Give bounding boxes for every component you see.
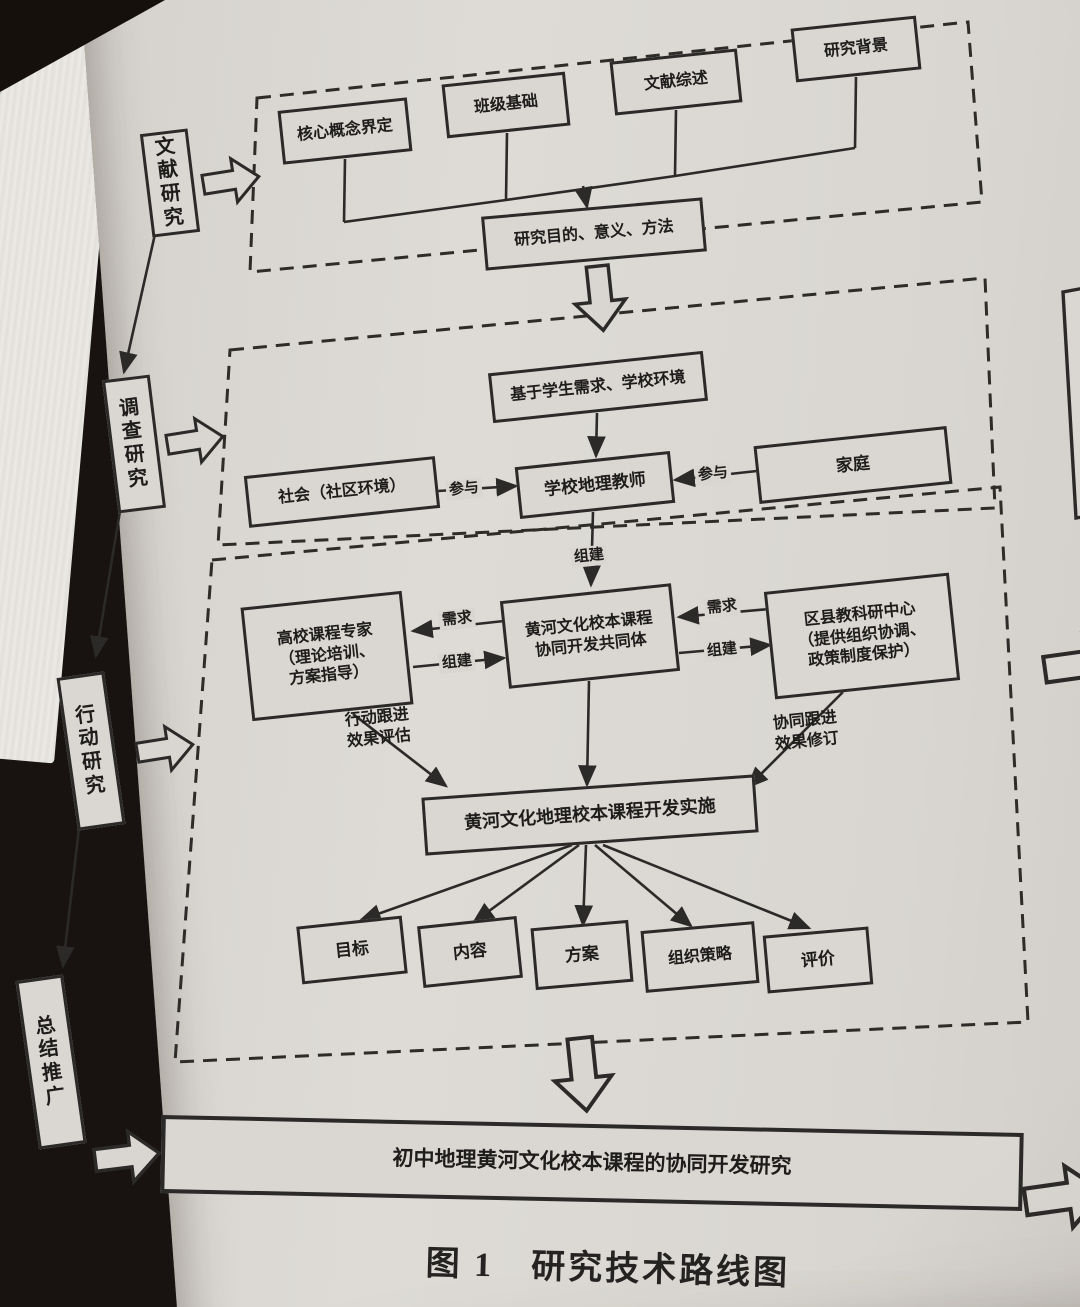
literature-block-arrow xyxy=(200,155,262,206)
box-element-goal: 目标 xyxy=(296,915,408,985)
action-section-dashed-border xyxy=(173,485,1030,1064)
summary-block-arrow xyxy=(91,1127,162,1186)
label-form-left: 组建 xyxy=(438,650,476,674)
box-element-evaluation: 评价 xyxy=(762,926,874,994)
survey-block-arrow xyxy=(164,415,226,466)
label-demand-left: 需求 xyxy=(438,607,476,631)
box-element-organization-strategy: 组织策略 xyxy=(640,921,760,993)
rail-flow-arrows xyxy=(55,233,157,969)
figure-caption: 图 1 研究技术路线图 xyxy=(425,1245,791,1293)
label-participate-right: 参与 xyxy=(694,462,732,486)
label-demand-right: 需求 xyxy=(703,595,741,619)
label-participate-left: 参与 xyxy=(445,477,483,501)
label-form-community: 组建 xyxy=(570,544,608,568)
label-collaborative-followup-revision: 协同跟进 效果修订 xyxy=(772,708,840,754)
box-collaborative-development-community: 黄河文化校本课程 协同开发共同体 xyxy=(499,583,681,689)
down-block-arrow-1 xyxy=(571,263,630,333)
literature-section-dashed-border xyxy=(248,20,984,274)
label-action-followup-evaluation: 行动跟进 效果评估 xyxy=(344,705,412,751)
box-district-education-research-center: 区县教科研中心 （提供组织协调、 政策制度保护） xyxy=(763,572,961,700)
label-form-right: 组建 xyxy=(703,638,741,662)
box-element-content: 内容 xyxy=(417,915,523,989)
literature-section-connectors xyxy=(342,76,858,224)
box-university-curriculum-experts: 高校课程专家 （理论培训、 方案指导） xyxy=(240,590,414,722)
action-section-connectors xyxy=(352,605,844,930)
clipped-bottom-right-block-arrow xyxy=(1021,1161,1080,1232)
action-block-arrow xyxy=(134,723,196,774)
clipped-box-right-edge xyxy=(1061,287,1080,520)
down-block-arrow-2 xyxy=(550,1034,616,1114)
box-element-plan: 方案 xyxy=(530,919,634,991)
clipped-right-block-arrow xyxy=(1040,631,1080,699)
